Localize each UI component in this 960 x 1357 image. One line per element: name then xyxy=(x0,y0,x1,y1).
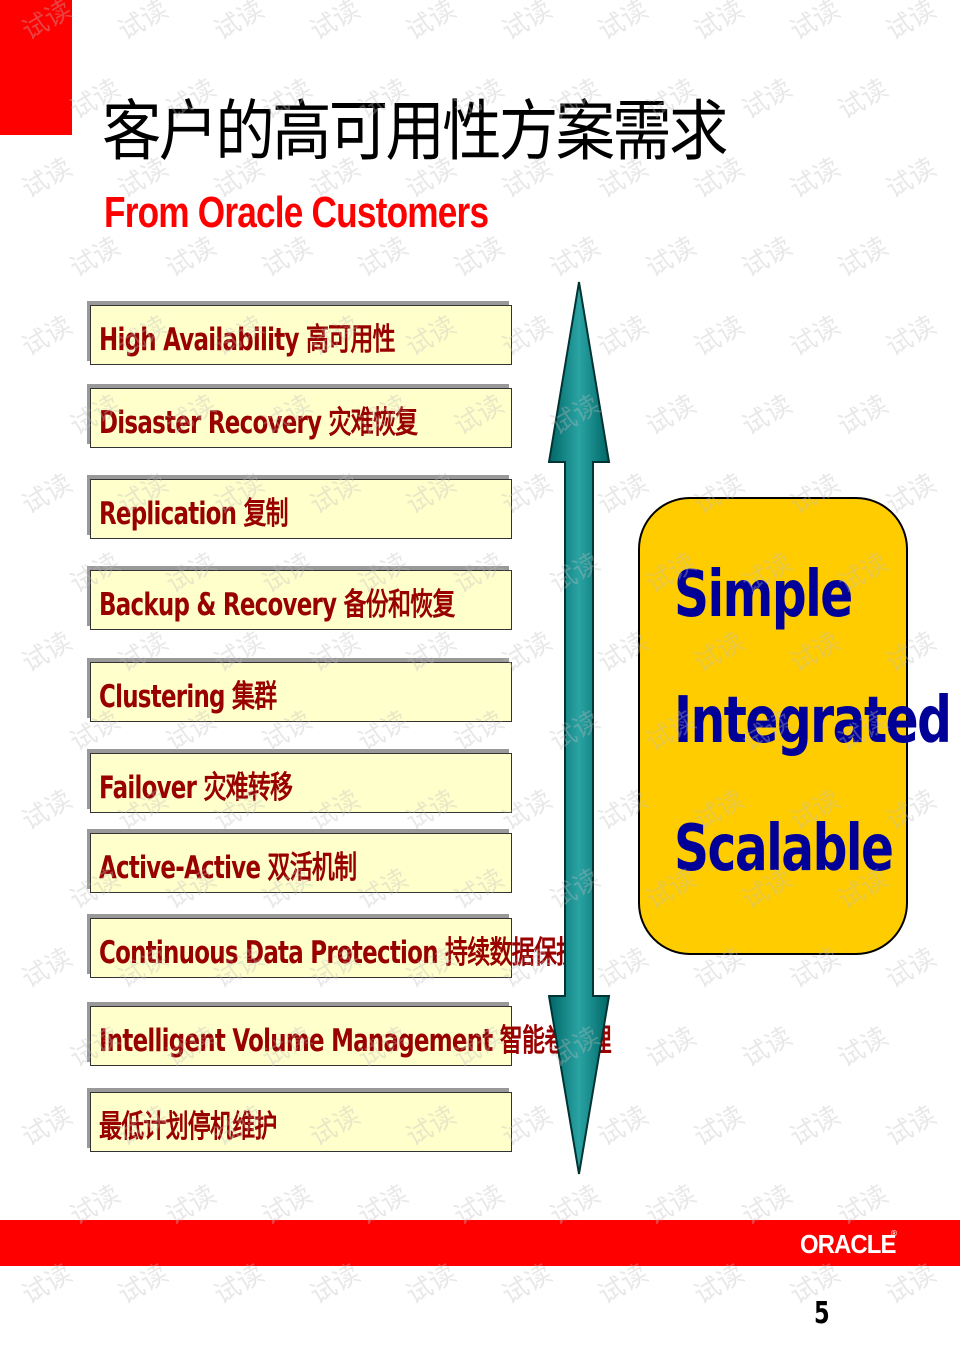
requirement-box-replication: Replication 复制 xyxy=(90,479,512,539)
slide-title: 客户的高可用性方案需求 xyxy=(102,93,728,170)
watermark-text: 试读 xyxy=(737,1021,798,1074)
watermark-text: 试读 xyxy=(17,152,78,205)
requirement-box-intelligent-volume-management: Intelligent Volume Management 智能卷管理 xyxy=(90,1006,612,1066)
watermark-text: 试读 xyxy=(785,152,846,205)
requirement-label: Clustering 集群 xyxy=(99,679,277,715)
requirement-box-backup-recovery: Backup & Recovery 备份和恢复 xyxy=(90,570,512,630)
quality-integrated: Integrated xyxy=(674,684,952,758)
watermark-text: 试读 xyxy=(833,389,894,442)
requirement-box-disaster-recovery: Disaster Recovery 灾难恢复 xyxy=(90,388,512,448)
watermark-text: 试读 xyxy=(689,310,750,363)
watermark-text: 试读 xyxy=(641,1021,702,1074)
watermark-text: 试读 xyxy=(305,0,366,47)
watermark-text: 试读 xyxy=(737,389,798,442)
requirement-label: Active-Active 双活机制 xyxy=(99,850,357,886)
watermark-text: 试读 xyxy=(881,1100,942,1153)
watermark-text: 试读 xyxy=(593,0,654,47)
watermark-text: 试读 xyxy=(785,0,846,47)
watermark-text: 试读 xyxy=(17,626,78,679)
corner-accent-block xyxy=(0,0,72,135)
oracle-registered-mark: ® xyxy=(890,1229,898,1238)
watermark-text: 试读 xyxy=(737,73,798,126)
watermark-text: 试读 xyxy=(641,389,702,442)
oracle-logo: ORACLE xyxy=(800,1229,896,1259)
watermark-text: 试读 xyxy=(737,231,798,284)
page-number: 5 xyxy=(814,1296,830,1331)
requirement-label: Intelligent Volume Management 智能卷管理 xyxy=(99,1023,612,1059)
requirement-box-active-active: Active-Active 双活机制 xyxy=(90,833,512,893)
watermark-text: 试读 xyxy=(833,1021,894,1074)
watermark-text: 试读 xyxy=(689,1100,750,1153)
quality-scalable: Scalable xyxy=(674,812,894,886)
watermark-text: 试读 xyxy=(641,231,702,284)
requirement-box-high-availability: High Availability 高可用性 xyxy=(90,305,512,365)
watermark-text: 试读 xyxy=(497,0,558,47)
watermark-text: 试读 xyxy=(785,1100,846,1153)
double-arrow-icon xyxy=(548,281,611,1175)
watermark-text: 试读 xyxy=(17,468,78,521)
watermark-text: 试读 xyxy=(785,310,846,363)
watermark-text: 试读 xyxy=(881,152,942,205)
requirement-label: High Availability 高可用性 xyxy=(99,322,396,358)
requirement-label: Continuous Data Protection 持续数据保护 xyxy=(99,935,579,971)
requirement-label: 最低计划停机维护 xyxy=(99,1109,277,1145)
footer-bar xyxy=(0,1220,960,1266)
requirement-label: Replication 复制 xyxy=(99,496,289,532)
qualities-box xyxy=(638,497,908,955)
watermark-text: 试读 xyxy=(833,73,894,126)
requirement-box-failover: Failover 灾难转移 xyxy=(90,753,512,813)
requirement-box-clustering: Clustering 集群 xyxy=(90,662,512,722)
requirement-label: Disaster Recovery 灾难恢复 xyxy=(99,405,418,441)
quality-simple: Simple xyxy=(674,558,853,632)
watermark-text: 试读 xyxy=(689,0,750,47)
watermark-text: 试读 xyxy=(209,0,270,47)
requirement-box-continuous-data-protection: Continuous Data Protection 持续数据保护 xyxy=(90,918,579,978)
requirement-box-minimal-planned-downtime: 最低计划停机维护 xyxy=(90,1092,512,1152)
watermark-text: 试读 xyxy=(401,0,462,47)
watermark-text: 试读 xyxy=(881,942,942,995)
slide-subtitle: From Oracle Customers xyxy=(104,188,489,237)
watermark-text: 试读 xyxy=(17,1100,78,1153)
requirement-label: Backup & Recovery 备份和恢复 xyxy=(99,587,455,623)
watermark-text: 试读 xyxy=(833,231,894,284)
watermark-text: 试读 xyxy=(881,0,942,47)
requirement-label: Failover 灾难转移 xyxy=(99,770,293,806)
watermark-text: 试读 xyxy=(545,231,606,284)
watermark-text: 试读 xyxy=(17,310,78,363)
watermark-text: 试读 xyxy=(881,310,942,363)
watermark-text: 试读 xyxy=(113,0,174,47)
watermark-text: 试读 xyxy=(17,784,78,837)
watermark-text: 试读 xyxy=(17,942,78,995)
